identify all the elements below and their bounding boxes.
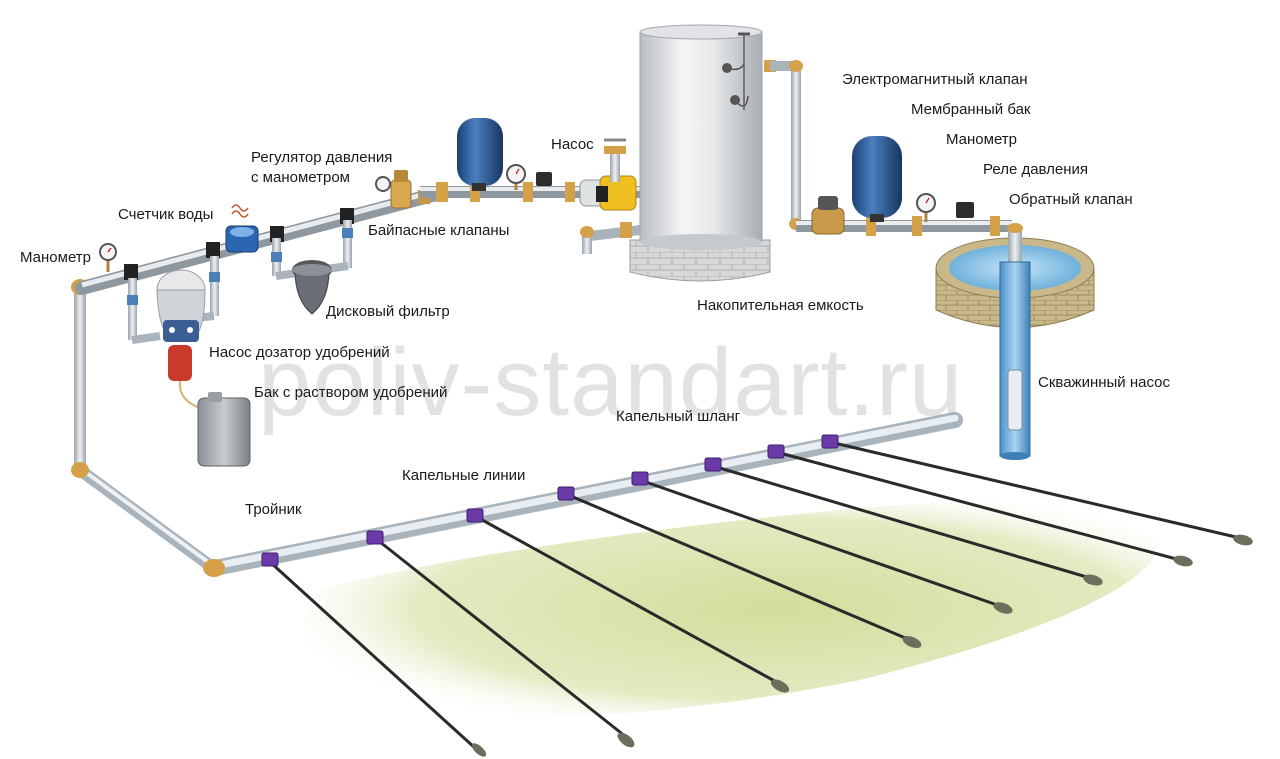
pump	[579, 138, 637, 211]
label-pressure-regulator-line2: с манометром	[251, 169, 350, 186]
disc-filter	[271, 220, 353, 315]
label-water-meter: Счетчик воды	[118, 206, 214, 223]
drip-line-end-caps	[471, 534, 1253, 757]
label-check-valve: Обратный клапан	[1009, 191, 1133, 208]
label-disc-filter: Дисковый фильтр	[326, 303, 450, 320]
label-well-pump: Скважинный насос	[1038, 374, 1170, 391]
label-pressure-regulator-line1: Регулятор давления	[251, 149, 393, 166]
watermark: poliv-standart.ru	[258, 329, 964, 436]
fertilizer-tank	[197, 392, 251, 467]
label-manometer-left: Манометр	[20, 249, 92, 266]
label-bypass-valves: Байпасные клапаны	[368, 222, 510, 239]
label-manometer-right: Манометр	[946, 131, 1018, 148]
label-electromagnetic-valve: Электромагнитный клапан	[842, 71, 1028, 88]
label-fertilizer-tank: Бак с раствором удобрений	[254, 384, 448, 401]
lawn-area	[303, 501, 1160, 718]
solenoid-valve	[811, 196, 845, 235]
label-pump: Насос	[551, 136, 594, 153]
water-meter	[225, 204, 259, 253]
storage-tank	[629, 24, 776, 282]
tee-fittings	[261, 434, 839, 567]
label-membrane-tank: Мембранный бак	[911, 101, 1031, 118]
label-drip-lines: Капельные линии	[402, 467, 526, 484]
label-pressure-relay: Реле давления	[983, 161, 1089, 178]
borehole-pump	[999, 261, 1031, 460]
pressure-relay	[956, 202, 974, 218]
membrane-tank-right	[852, 136, 902, 222]
fertilizer-pump	[127, 256, 220, 409]
supply-pipe-left	[71, 279, 225, 577]
drip-lines	[268, 440, 1241, 750]
label-storage-tank: Накопительная емкость	[697, 297, 864, 314]
left-manometer	[99, 243, 117, 272]
pump-manometer	[506, 164, 552, 190]
right-manometer	[916, 193, 936, 222]
label-fertilizer-pump: Насос дозатор удобрений	[209, 344, 390, 361]
tank-outlet-pipe	[580, 222, 641, 254]
manifold-pipe	[75, 186, 447, 295]
membrane-tank-left	[457, 118, 503, 191]
pressure-regulator	[375, 170, 412, 209]
label-drip-hose: Капельный шланг	[616, 408, 741, 425]
label-tee: Тройник	[245, 501, 302, 518]
